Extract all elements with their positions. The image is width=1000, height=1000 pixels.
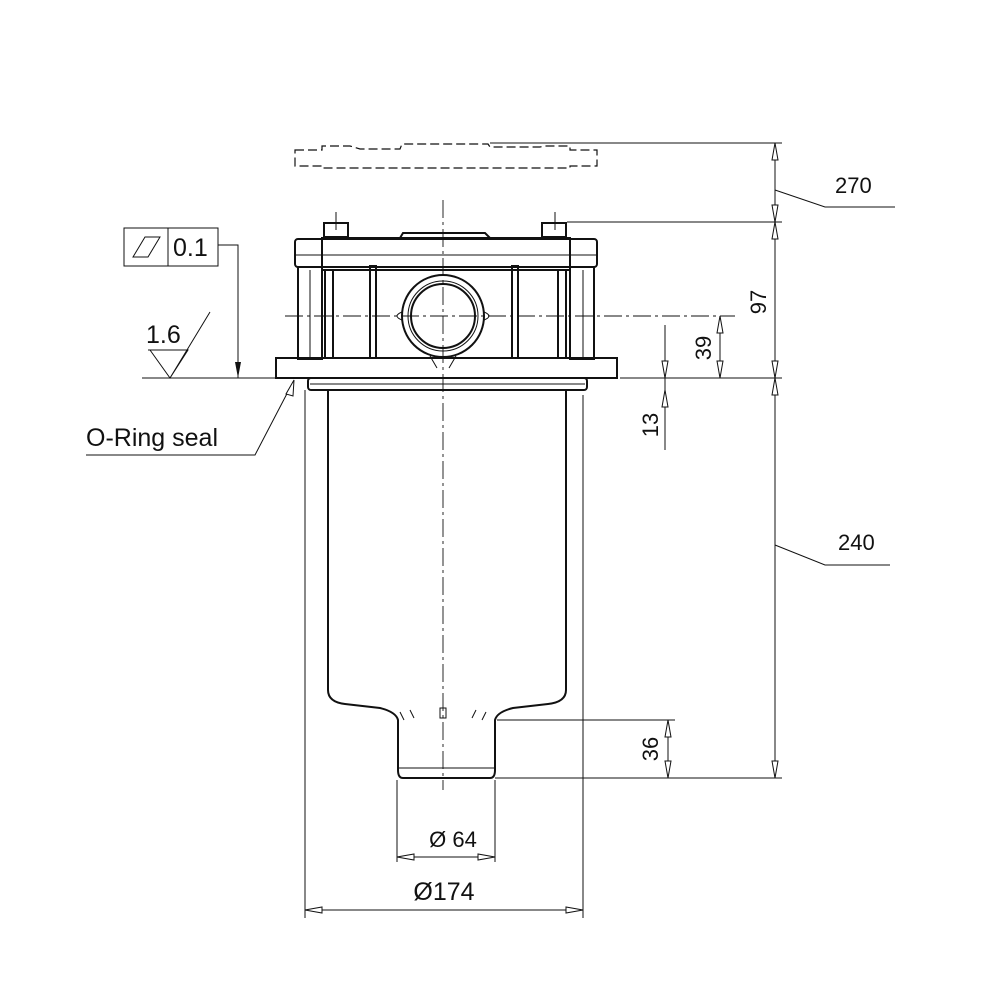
flatness-value: 0.1	[173, 234, 208, 262]
dim-outlet-length: 36	[638, 737, 663, 761]
roughness-value: 1.6	[146, 321, 181, 349]
dim-head-height: 97	[746, 290, 771, 314]
dimension-lines	[304, 142, 895, 914]
dim-outlet-diameter: Ø 64	[429, 827, 477, 852]
oring-callout: O-Ring seal	[86, 379, 295, 456]
bolt-right	[541, 222, 567, 238]
lid-outline	[294, 143, 598, 169]
dim-port-height: 39	[691, 336, 716, 360]
dim-bowl-length: 240	[838, 530, 875, 555]
oring-label: O-Ring seal	[86, 424, 218, 452]
dim-seal-offset: 13	[638, 413, 663, 437]
dim-bowl-diameter: Ø174	[413, 878, 474, 906]
filter-head	[275, 212, 618, 379]
mounting-flange	[275, 357, 618, 379]
surface-roughness-symbol: 1.6	[146, 311, 211, 379]
dim-total-height: 270	[835, 173, 872, 198]
extension-lines	[142, 142, 782, 918]
flatness-tolerance-frame: 0.1	[123, 227, 241, 378]
flatness-icon	[132, 236, 161, 258]
filter-bowl	[307, 377, 588, 779]
